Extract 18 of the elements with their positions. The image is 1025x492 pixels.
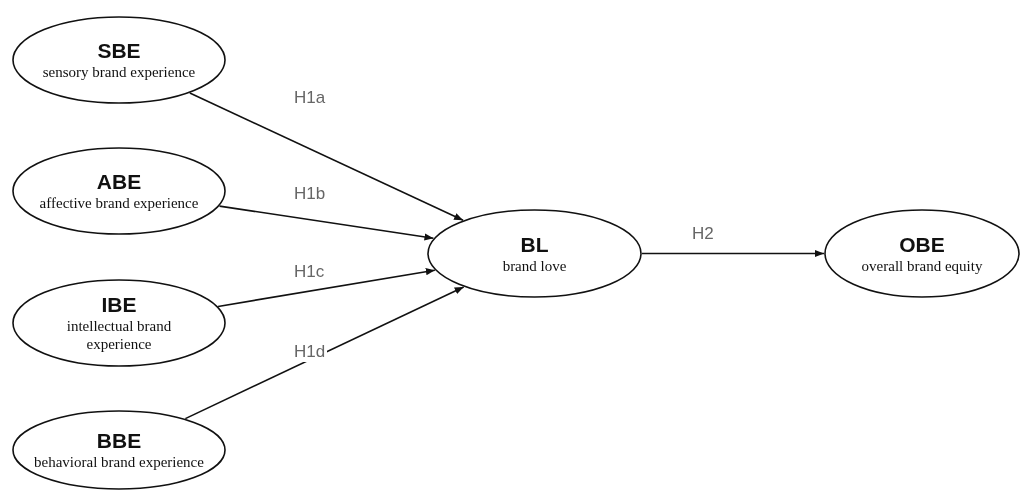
construct-abbreviation: ABE xyxy=(96,170,142,194)
construct-abbreviation: BL xyxy=(520,232,549,257)
arrow xyxy=(217,268,436,308)
arrow xyxy=(189,92,464,222)
construct-name: brand love xyxy=(502,256,567,275)
arrow xyxy=(218,205,435,241)
edge-label: H1d xyxy=(292,342,328,362)
construct-abbreviation: IBE xyxy=(101,293,137,317)
construct-abbreviation: SBE xyxy=(97,39,141,63)
construct-name: overall brand equity xyxy=(861,256,983,275)
arrow xyxy=(184,286,465,420)
construct-abbreviation: BBE xyxy=(96,429,142,453)
construct-name: behavioral brand experience xyxy=(34,453,204,471)
construct-name: intellectual brand experience xyxy=(65,317,173,353)
construct-name: affective brand experience xyxy=(39,194,199,212)
arrow xyxy=(641,249,825,258)
construct-name: sensory brand experience xyxy=(42,63,196,81)
construct-abbreviation: OBE xyxy=(899,232,945,257)
